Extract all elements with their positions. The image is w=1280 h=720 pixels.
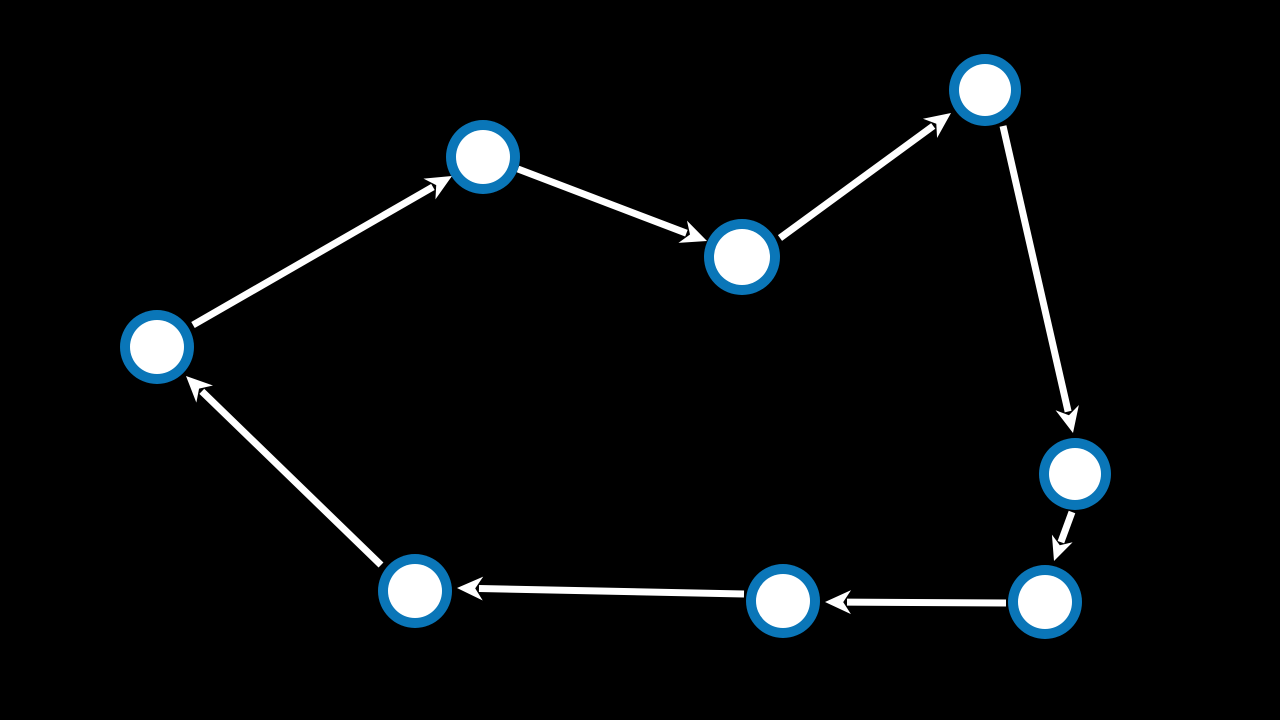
edge-arrowhead-icon [678, 220, 707, 243]
edges-layer [186, 113, 1079, 615]
edge-line [199, 388, 384, 568]
edge-arrowhead-icon [423, 176, 452, 200]
graph-edge-node-6-to-node-7[interactable] [825, 590, 1007, 615]
node-core [714, 229, 770, 285]
graph-edge-node-1-to-node-2[interactable] [191, 176, 452, 329]
edge-arrowhead-icon [186, 376, 213, 403]
edge-line [846, 598, 1007, 607]
node-core [1018, 575, 1072, 629]
graph-node-node-3[interactable] [704, 219, 780, 295]
edge-line [191, 183, 435, 329]
graph-edge-node-5-to-node-6[interactable] [1051, 510, 1076, 561]
node-core [1049, 448, 1101, 500]
graph-edge-node-8-to-node-1[interactable] [186, 376, 384, 568]
node-core [959, 64, 1011, 116]
edge-arrowhead-icon [1055, 404, 1079, 433]
graph-edge-node-7-to-node-8[interactable] [457, 576, 745, 601]
edge-line [516, 165, 688, 237]
nodes-layer [120, 54, 1111, 639]
edge-arrowhead-icon [922, 113, 951, 138]
graph-node-node-7[interactable] [746, 564, 820, 638]
edge-arrowhead-icon [457, 576, 484, 601]
graph-node-node-2[interactable] [446, 120, 520, 194]
graph-edge-node-4-to-node-5[interactable] [999, 125, 1079, 433]
graph-edge-node-2-to-node-3[interactable] [516, 165, 707, 243]
graph-edge-node-3-to-node-4[interactable] [777, 113, 951, 241]
graph-node-node-5[interactable] [1039, 438, 1111, 510]
edge-line [999, 125, 1072, 413]
graph-node-node-6[interactable] [1008, 565, 1082, 639]
node-core [756, 574, 810, 628]
edge-arrowhead-icon [825, 590, 852, 615]
edge-arrowhead-icon [1051, 534, 1073, 561]
edge-line [777, 123, 936, 241]
edge-line [1057, 510, 1076, 544]
graph-node-node-1[interactable] [120, 310, 194, 384]
graph-node-node-4[interactable] [949, 54, 1021, 126]
graph-node-node-8[interactable] [378, 554, 452, 628]
node-core [388, 564, 442, 618]
node-core [456, 130, 510, 184]
node-core [130, 320, 184, 374]
edge-line [478, 584, 745, 598]
